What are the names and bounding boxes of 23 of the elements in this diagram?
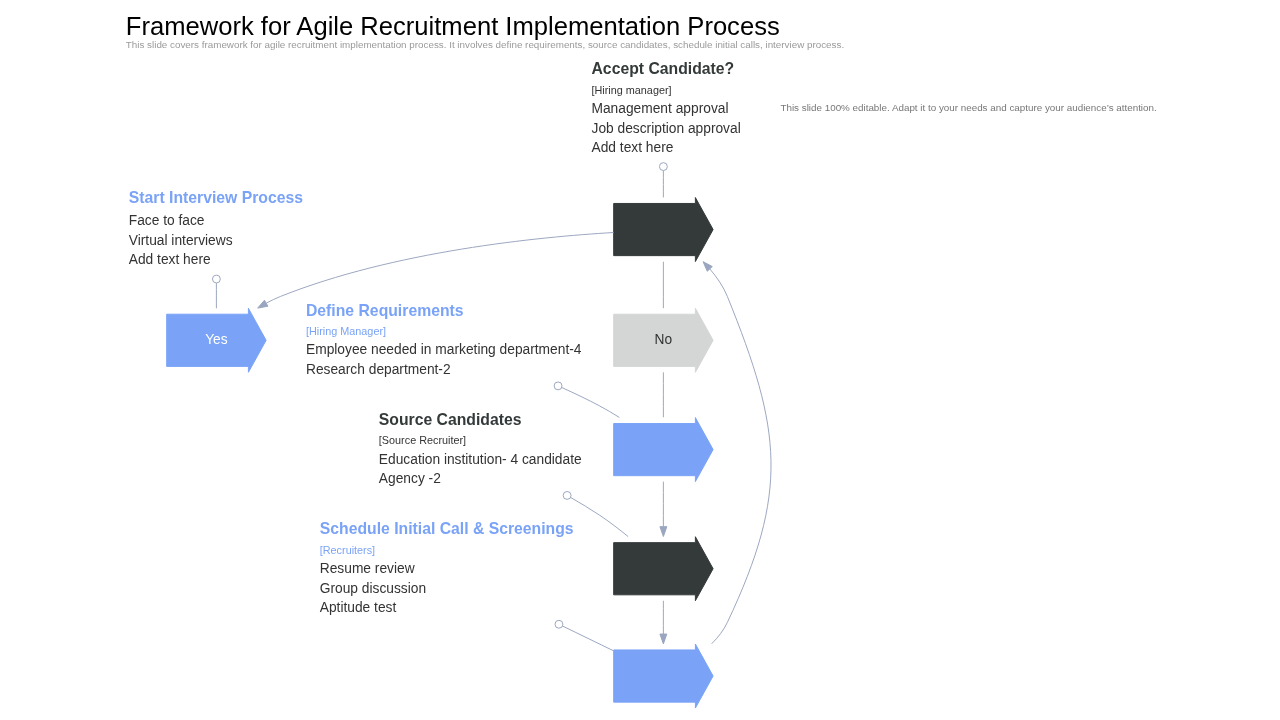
arrow (659, 481, 668, 537)
diagram-title: Framework for Agile Recruitment Implementation Process (125, 12, 780, 41)
label: This slide 100% editable. Adapt it to your needs and capture your audience’s attention. (780, 102, 1157, 114)
node-arrow (613, 417, 714, 483)
arrow (257, 232, 615, 309)
connector (211, 274, 221, 309)
node-text: Start Interview Process Face to face Virtual interviews Add text here (128, 188, 303, 268)
connector (554, 619, 615, 652)
node-arrow (613, 197, 714, 263)
node-text: Accept Candidate? [Hiring manager] Management approval Job description approval Add text here (591, 60, 741, 156)
connector (662, 261, 664, 309)
arrow (702, 261, 772, 645)
connector (658, 162, 668, 198)
caption: This slide covers framework for agile recruitment implementation process. It involves define requirements, source candidates, schedule initial calls, interview process. (125, 39, 845, 51)
node-arrow (613, 536, 714, 602)
connector (562, 491, 629, 538)
node-text: Schedule Initial Call & Screenings [Recruiters] Resume review Group discussion Aptitude test (319, 520, 574, 616)
node-arrow (613, 643, 714, 709)
node-text: Source Candidates [Source Recruiter] Education institution- 4 candidate Agency -2 (378, 410, 582, 487)
arrow (659, 600, 668, 645)
connector (662, 371, 664, 418)
connector (553, 381, 620, 418)
node-text: Define Requirements [Hiring Manager] Employee needed in marketing department-4 Research department-2 (305, 301, 582, 377)
